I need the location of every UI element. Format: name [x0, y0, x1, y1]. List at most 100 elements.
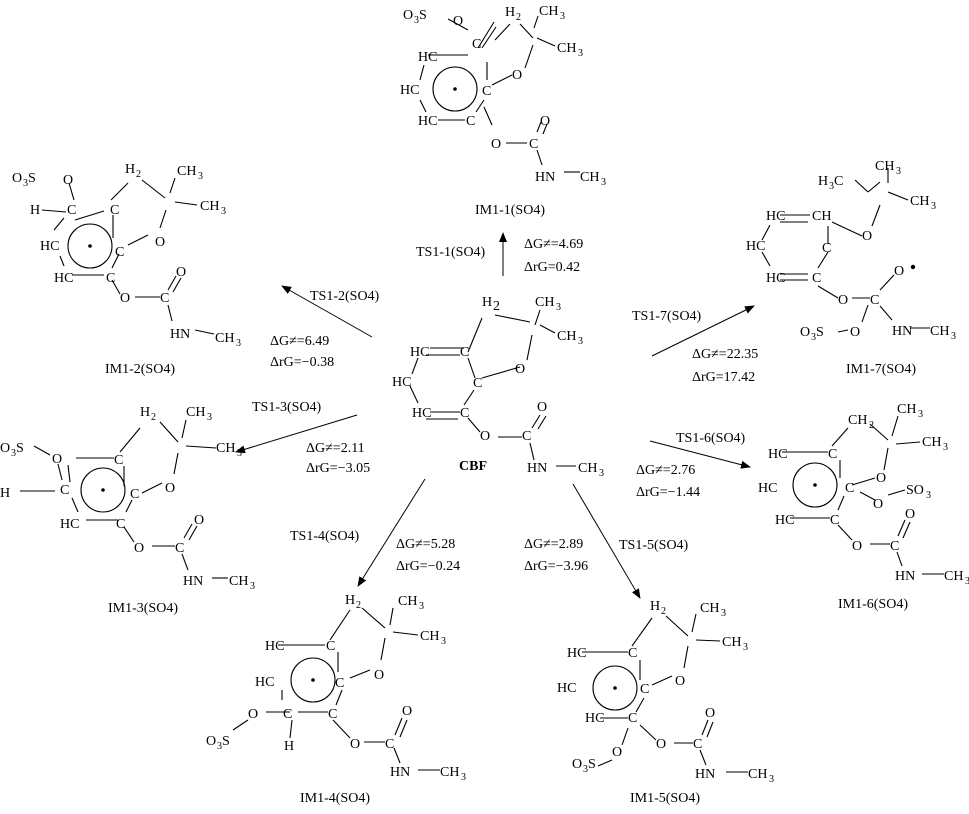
svg-text:O: O: [134, 541, 144, 556]
ts1-5-label: TS1-5(SO4): [619, 538, 689, 553]
ts1-7-dg: ΔG≠=22.35: [692, 347, 758, 362]
cbf-label: CBF: [459, 459, 487, 474]
svg-text:C: C: [830, 513, 839, 528]
svg-text:SO: SO: [906, 483, 924, 498]
svg-text:3: 3: [11, 448, 16, 459]
svg-text:HN: HN: [895, 569, 915, 584]
im1-2-label: IM1-2(SO4): [105, 362, 175, 377]
svg-text:C: C: [834, 174, 843, 189]
svg-text:CH: CH: [420, 629, 439, 644]
svg-text:CH: CH: [200, 199, 219, 214]
svg-text:2: 2: [356, 600, 361, 611]
svg-text:O: O: [0, 441, 10, 456]
svg-text:CH: CH: [700, 601, 719, 616]
svg-text:CH: CH: [580, 170, 599, 185]
svg-text:O: O: [540, 114, 550, 129]
arrow-ts1-3: [235, 414, 358, 454]
svg-text:CH: CH: [722, 635, 741, 650]
svg-text:C: C: [890, 539, 899, 554]
ts1-1-dr: ΔrG=0.42: [524, 260, 580, 275]
svg-text:3: 3: [601, 177, 606, 188]
svg-text:O: O: [206, 734, 216, 749]
svg-text:S: S: [419, 8, 427, 23]
svg-text:HC: HC: [255, 675, 274, 690]
svg-text:HN: HN: [183, 574, 203, 589]
svg-text:HC: HC: [392, 375, 411, 390]
svg-text:H: H: [345, 593, 355, 608]
svg-text:3: 3: [743, 642, 748, 653]
im1-3-label: IM1-3(SO4): [108, 601, 178, 616]
svg-text:C: C: [522, 429, 531, 444]
im1-4-label: IM1-4(SO4): [300, 791, 370, 806]
svg-text:C: C: [115, 245, 124, 260]
ts1-2-dg: ΔG≠=6.49: [270, 334, 329, 349]
svg-text:CH: CH: [398, 594, 417, 609]
svg-text:CH: CH: [440, 765, 459, 780]
svg-text:O: O: [374, 668, 384, 683]
svg-text:C: C: [67, 203, 76, 218]
svg-text:HC: HC: [410, 345, 429, 360]
ts1-1-label: TS1-1(SO4): [416, 245, 486, 260]
svg-text:C: C: [326, 639, 335, 654]
svg-text:O: O: [155, 235, 165, 250]
svg-text:HC: HC: [60, 517, 79, 532]
ts1-6-label: TS1-6(SO4): [676, 431, 746, 446]
svg-text:3: 3: [829, 181, 834, 192]
svg-text:3: 3: [236, 338, 241, 349]
svg-text:HC: HC: [766, 271, 785, 286]
svg-text:3: 3: [560, 11, 565, 22]
svg-text:O: O: [194, 513, 204, 528]
svg-text:HC: HC: [567, 646, 586, 661]
svg-text:C: C: [822, 241, 831, 256]
svg-text:CH: CH: [186, 405, 205, 420]
svg-text:2: 2: [661, 606, 666, 617]
ts1-5-dg: ΔG≠=2.89: [524, 537, 583, 552]
ts1-2-dr: ΔrG=−0.38: [270, 355, 334, 370]
svg-text:HC: HC: [418, 114, 437, 129]
im1-5-label: IM1-5(SO4): [630, 791, 700, 806]
svg-text:3: 3: [926, 490, 931, 501]
svg-text:C: C: [116, 517, 125, 532]
svg-text:3: 3: [965, 576, 969, 587]
svg-text:O: O: [800, 325, 810, 340]
svg-text:C: C: [466, 114, 475, 129]
energy-labels: TS1-1(SO4) ΔG≠=4.69 ΔrG=0.42 TS1-2(SO4) …: [252, 237, 758, 574]
svg-text:S: S: [588, 757, 596, 772]
svg-text:2: 2: [516, 12, 521, 23]
svg-text:C: C: [628, 646, 637, 661]
svg-text:C: C: [460, 345, 469, 360]
svg-text:HN: HN: [170, 327, 190, 342]
svg-text:CH: CH: [535, 295, 554, 310]
svg-text:CH: CH: [578, 461, 597, 476]
svg-text:O: O: [838, 293, 848, 308]
svg-text:HN: HN: [892, 324, 912, 339]
svg-text:H: H: [125, 162, 135, 177]
svg-text:CH: CH: [557, 41, 576, 56]
svg-text:3: 3: [217, 741, 222, 752]
svg-text:3: 3: [441, 636, 446, 647]
svg-text:CH: CH: [215, 331, 234, 346]
svg-text:3: 3: [599, 468, 604, 479]
svg-text:2: 2: [869, 420, 874, 431]
svg-text:C: C: [628, 711, 637, 726]
svg-text:3: 3: [419, 601, 424, 612]
svg-text:HC: HC: [412, 406, 431, 421]
svg-text:HC: HC: [54, 271, 73, 286]
svg-text:3: 3: [583, 764, 588, 775]
svg-text:3: 3: [896, 166, 901, 177]
svg-text:H: H: [0, 486, 10, 501]
svg-text:C: C: [640, 682, 649, 697]
svg-text:HN: HN: [527, 461, 547, 476]
svg-text:CH: CH: [897, 402, 916, 417]
arrow-ts1-2: [281, 285, 373, 338]
svg-text:S: S: [28, 171, 36, 186]
svg-text:HC: HC: [746, 239, 765, 254]
svg-text:3: 3: [250, 581, 255, 592]
ts1-3-label: TS1-3(SO4): [252, 400, 322, 415]
svg-text:C: C: [828, 447, 837, 462]
svg-text:O: O: [402, 704, 412, 719]
svg-text:HC: HC: [265, 639, 284, 654]
